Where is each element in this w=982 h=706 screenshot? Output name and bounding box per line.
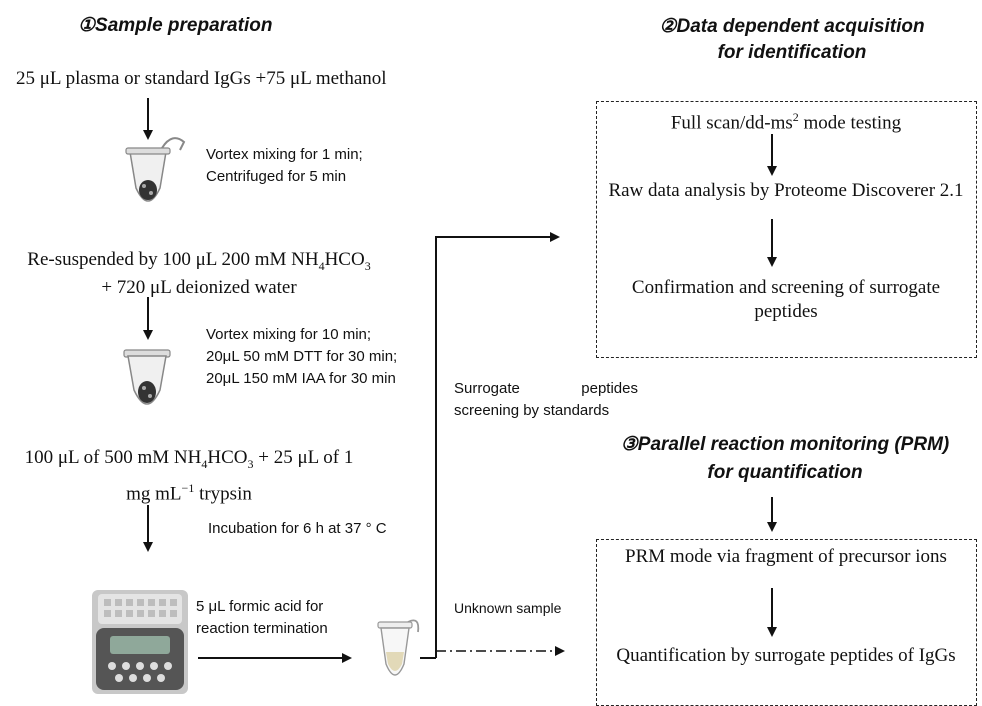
note-vortex-centrifuge: Vortex mixing for 1 min; Centrifuged for… [206, 144, 363, 188]
step-trypsin-line1: 100 μL of 500 mM NH4HCO3 + 25 μL of 1 [8, 446, 370, 476]
dda-full-scan-text: Full scan/dd-ms [670, 112, 793, 134]
note-incubation: Incubation for 6 h at 37 ° C [208, 520, 387, 537]
note-centrifuge-5min: Centrifuged for 5 min [206, 168, 347, 185]
note-iaa: 20μL 150 mM IAA for 30 min [206, 370, 396, 387]
dda-confirmation-line2: peptides [754, 301, 818, 322]
step-3-number: ③ [620, 434, 638, 455]
note-reduction-alkylation: Vortex mixing for 10 min; 20μL 50 mM DTT… [206, 324, 397, 390]
connector-to-dda [435, 232, 560, 658]
step-trypsin: 100 μL of 500 mM NH4HCO3 + 25 μL of 1 mg… [8, 446, 370, 506]
resuspend-sub-3: 3 [364, 258, 371, 273]
step-2-title-line2: for identification [717, 42, 867, 63]
step-1-title: Sample preparation [95, 15, 273, 36]
thermomixer-device-icon [92, 590, 188, 694]
section-2-title: ②Data dependent acquisition for identifi… [632, 14, 952, 66]
tube-icon-3 [377, 619, 420, 676]
dda-full-scan-sup: 2 [792, 110, 799, 124]
dda-confirmation-line1: Confirmation and screening of surrogate [631, 277, 941, 298]
trypsin-sup-minus1: −1 [181, 480, 195, 495]
resuspend-text-2: HCO [324, 249, 365, 270]
note-vortex-10min: Vortex mixing for 10 min; [206, 326, 372, 343]
step-2-number: ② [659, 16, 677, 37]
note-formic-acid: 5 μL formic acid for reaction terminatio… [196, 596, 328, 640]
section-1-title: ①Sample preparation [78, 14, 272, 37]
step-plasma-methanol: 25 μL plasma or standard IgGs +75 μL met… [16, 68, 387, 89]
note-vortex-1min: Vortex mixing for 1 min; [206, 146, 363, 163]
note-formic-acid-line1: 5 μL formic acid for [196, 598, 324, 615]
resuspend-text-1: Re-suspended by 100 μL 200 mM NH [27, 249, 319, 270]
dda-full-scan-text-2: mode testing [798, 112, 902, 134]
step-resuspend-line2: + 720 μL deionized water [101, 276, 297, 298]
section-3-title: ③Parallel reaction monitoring (PRM) for … [605, 431, 965, 487]
prm-mode: PRM mode via fragment of precursor ions [625, 546, 947, 567]
label-surrogate-line1: Surrogate peptides [454, 378, 638, 400]
step-3-title-line2: for quantification [707, 462, 863, 483]
trypsin-sub-3: 3 [247, 456, 254, 471]
trypsin-text-5: trypsin [194, 483, 252, 505]
label-surrogate-word: Surrogate [454, 380, 520, 397]
dda-raw-data-analysis: Raw data analysis by Proteome Discoverer… [608, 180, 964, 201]
step-resuspend-line1: Re-suspended by 100 μL 200 mM NH4HCO3 [18, 249, 380, 277]
label-peptides-word: peptides [581, 380, 638, 397]
step-trypsin-line2: mg mL−1 trypsin [8, 476, 370, 506]
trypsin-text-1: 100 μL of 500 mM NH [24, 447, 202, 468]
trypsin-sub-4: 4 [201, 456, 208, 471]
note-formic-acid-line2: reaction termination [196, 620, 328, 637]
dda-confirmation: Confirmation and screening of surrogate … [596, 276, 976, 324]
trypsin-text-4: mg mL [126, 483, 182, 505]
label-surrogate-line2: screening by standards [454, 402, 610, 419]
dda-box [596, 101, 977, 358]
label-surrogate-screening: Surrogate peptides screening by standards [454, 378, 638, 422]
trypsin-text-2: HCO [207, 447, 248, 468]
step-resuspend: Re-suspended by 100 μL 200 mM NH4HCO3 + … [18, 249, 380, 299]
step-2-title-line1: Data dependent acquisition [676, 16, 925, 37]
trypsin-text-3: + 25 μL of 1 [253, 447, 354, 468]
note-dtt: 20μL 50 mM DTT for 30 min; [206, 348, 398, 365]
tube-icon-2 [123, 349, 171, 405]
prm-quantification: Quantification by surrogate peptides of … [616, 645, 956, 666]
step-1-number: ① [78, 15, 96, 36]
dda-full-scan: Full scan/dd-ms2 mode testing [596, 110, 976, 134]
step-3-title-line1: Parallel reaction monitoring (PRM) [637, 434, 950, 455]
tube-icon-1 [125, 137, 186, 202]
resuspend-sub-4: 4 [318, 258, 325, 273]
label-unknown-sample: Unknown sample [454, 600, 562, 616]
